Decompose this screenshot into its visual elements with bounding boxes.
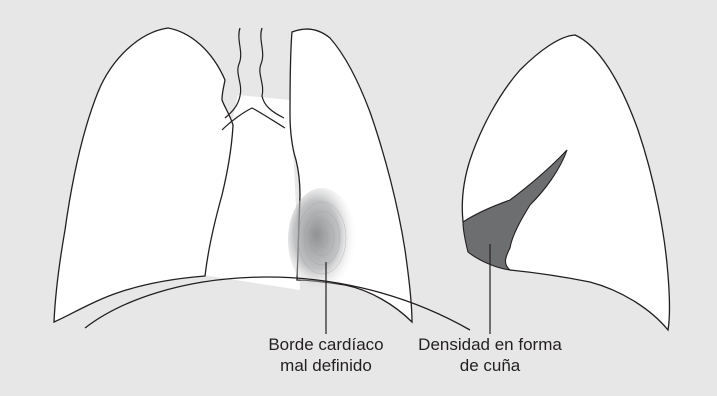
wedge-density-label-line2: de cuña: [380, 355, 600, 376]
wedge-density-label: Densidad en forma de cuña: [380, 334, 600, 376]
right-lung: [54, 28, 233, 322]
wedge-density-label-line1: Densidad en forma: [380, 334, 600, 355]
lateral-lung: [462, 35, 669, 330]
